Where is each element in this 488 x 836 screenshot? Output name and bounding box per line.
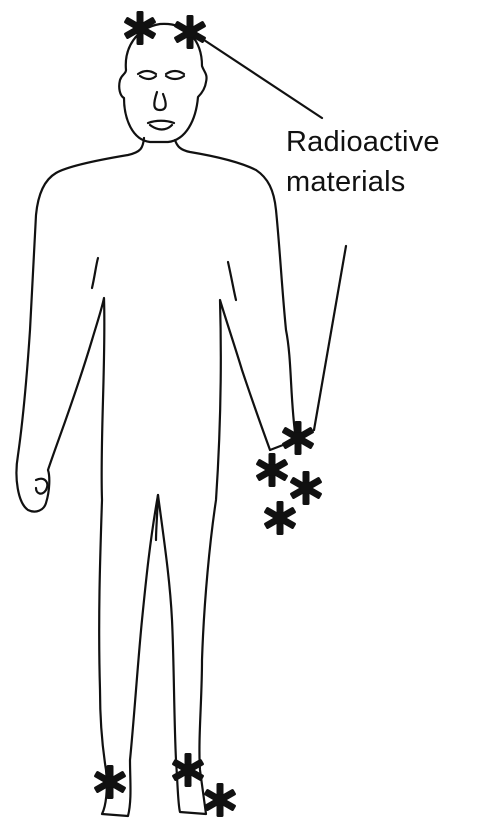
asterisk-marker-hand-1 xyxy=(282,421,315,455)
left-arm-inner xyxy=(228,262,236,300)
asterisk-marker-hand-3 xyxy=(290,471,323,505)
asterisk-marker-head-1 xyxy=(124,11,157,45)
label-line-1: Radioactive xyxy=(286,122,486,162)
asterisk-marker-foot-3 xyxy=(204,783,237,817)
right-eye xyxy=(166,71,184,79)
asterisk-marker-foot-1 xyxy=(94,765,127,799)
left-eye xyxy=(138,71,156,79)
body-outline xyxy=(16,138,296,816)
radioactive-materials-label: Radioactive materials xyxy=(286,122,486,202)
label-line-2: materials xyxy=(286,162,486,202)
mouth xyxy=(148,121,174,130)
callout-line-head xyxy=(198,36,322,118)
left-hand-curl xyxy=(36,479,47,494)
asterisk-marker-hand-2 xyxy=(256,453,289,487)
right-arm-inner xyxy=(92,258,98,288)
asterisk-marker-head-2 xyxy=(174,15,207,49)
nose xyxy=(154,92,165,110)
asterisk-marker-hand-4 xyxy=(264,501,297,535)
callout-line-hand xyxy=(314,246,346,430)
